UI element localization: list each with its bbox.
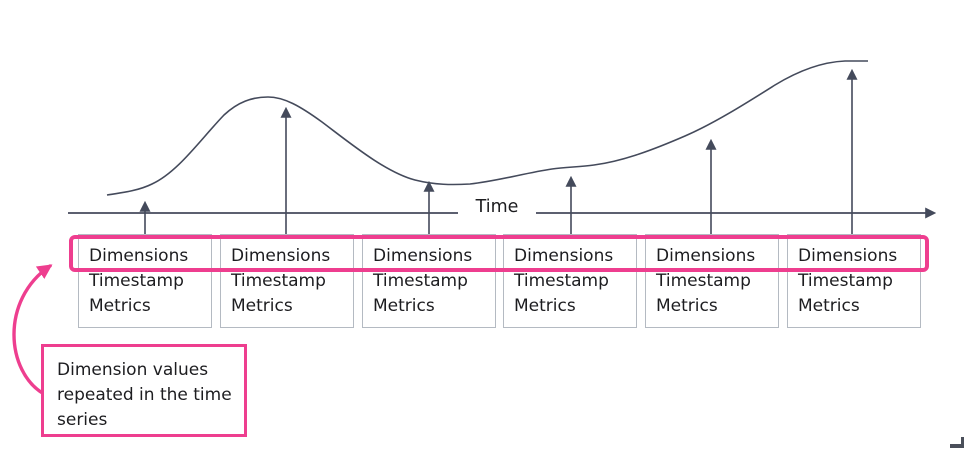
record-dimensions-label: Dimensions xyxy=(656,246,756,266)
record-timestamp-label: Timestamp xyxy=(231,271,326,291)
record-metrics-label: Metrics xyxy=(798,296,860,316)
record-timestamp-label: Timestamp xyxy=(514,271,609,291)
time-series-curve xyxy=(106,60,868,196)
record-dimensions-label: Dimensions xyxy=(514,246,614,266)
record-card: Dimensions Timestamp Metrics xyxy=(220,234,354,328)
record-metrics-label: Metrics xyxy=(373,296,435,316)
record-card: Dimensions Timestamp Metrics xyxy=(787,234,921,328)
callout-arrow xyxy=(12,264,53,396)
record-dimensions-label: Dimensions xyxy=(89,246,189,266)
record-timestamp-label: Timestamp xyxy=(656,271,751,291)
record-card: Dimensions Timestamp Metrics xyxy=(503,234,637,328)
dimensions-highlight-band xyxy=(69,235,929,272)
record-metrics-label: Metrics xyxy=(514,296,576,316)
record-metrics-label: Metrics xyxy=(656,296,718,316)
record-card: Dimensions Timestamp Metrics xyxy=(645,234,779,328)
callout-box: Dimension values repeated in the time se… xyxy=(41,344,247,437)
record-metrics-label: Metrics xyxy=(231,296,293,316)
page-edge-artifact xyxy=(950,444,961,448)
value-arrows xyxy=(139,68,858,234)
page-edge-artifact xyxy=(961,437,964,448)
record-card: Dimensions Timestamp Metrics xyxy=(78,234,212,328)
record-card: Dimensions Timestamp Metrics xyxy=(362,234,496,328)
record-dimensions-label: Dimensions xyxy=(231,246,331,266)
record-timestamp-label: Timestamp xyxy=(373,271,468,291)
record-dimensions-label: Dimensions xyxy=(373,246,473,266)
time-axis-label: Time xyxy=(458,195,536,219)
record-timestamp-label: Timestamp xyxy=(89,271,184,291)
callout-text: Dimension values repeated in the time se… xyxy=(57,360,232,430)
record-metrics-label: Metrics xyxy=(89,296,151,316)
record-timestamp-label: Timestamp xyxy=(798,271,893,291)
record-dimensions-label: Dimensions xyxy=(798,246,898,266)
